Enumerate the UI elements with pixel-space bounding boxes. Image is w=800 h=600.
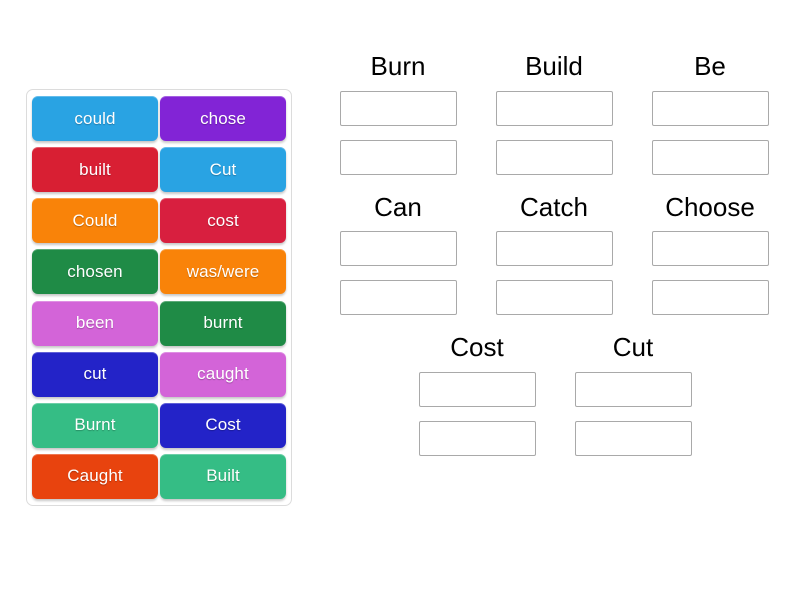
answer-drop-box[interactable] xyxy=(651,139,769,175)
answer-drop-box[interactable] xyxy=(418,371,536,407)
word-tile[interactable]: could xyxy=(32,96,158,141)
answer-group: Burn xyxy=(320,52,476,175)
group-title: Choose xyxy=(665,191,755,222)
word-tile[interactable]: Built xyxy=(160,453,286,499)
answer-drop-box[interactable] xyxy=(339,231,457,267)
group-title: Cut xyxy=(612,332,654,363)
word-tile[interactable]: chose xyxy=(160,96,286,141)
group-title: Build xyxy=(525,51,583,81)
answer-drop-box[interactable] xyxy=(339,280,457,316)
answer-drop-box[interactable] xyxy=(651,280,769,316)
answer-group: Build xyxy=(476,52,632,175)
group-title: Burn xyxy=(370,51,426,81)
answer-group: Can xyxy=(320,191,476,316)
answer-drop-box[interactable] xyxy=(339,90,457,126)
word-tile[interactable]: Cost xyxy=(160,402,286,448)
group-row: Cost Cut xyxy=(320,333,790,456)
word-tile[interactable]: cost xyxy=(160,198,286,244)
word-tile[interactable]: cut xyxy=(32,351,158,397)
answer-drop-box[interactable] xyxy=(495,280,613,316)
word-tile[interactable]: burnt xyxy=(160,300,286,346)
answer-group: Cut xyxy=(555,333,711,456)
group-title: Be xyxy=(694,51,726,81)
word-tile[interactable]: Could xyxy=(32,198,158,244)
group-row: Can Catch Choose xyxy=(320,191,790,316)
answer-group: Catch xyxy=(476,191,632,316)
answer-group: Cost xyxy=(399,333,555,456)
word-tile[interactable]: built xyxy=(32,147,158,193)
word-tile[interactable]: Burnt xyxy=(32,402,158,448)
answer-drop-box[interactable] xyxy=(495,90,613,126)
word-tile[interactable]: been xyxy=(32,300,158,346)
group-title: Catch xyxy=(520,191,588,222)
group-title: Can xyxy=(374,191,422,222)
group-row: Burn Build Be xyxy=(320,52,790,175)
answer-drop-box[interactable] xyxy=(574,420,692,456)
answer-group: Choose xyxy=(632,191,788,316)
group-title: Cost xyxy=(450,332,504,363)
word-tile[interactable]: Caught xyxy=(32,453,158,499)
answer-drop-box[interactable] xyxy=(651,90,769,126)
answer-drop-box[interactable] xyxy=(495,231,613,267)
answer-drop-box[interactable] xyxy=(651,231,769,267)
word-tile[interactable]: was/were xyxy=(160,249,286,295)
answer-drop-box[interactable] xyxy=(574,371,692,407)
answer-drop-box[interactable] xyxy=(495,139,613,175)
word-tile[interactable]: Cut xyxy=(160,147,286,193)
answer-drop-box[interactable] xyxy=(339,139,457,175)
word-tile[interactable]: caught xyxy=(160,351,286,397)
word-tile[interactable]: chosen xyxy=(32,249,158,295)
answer-drop-box[interactable] xyxy=(418,420,536,456)
answer-group: Be xyxy=(632,52,788,175)
